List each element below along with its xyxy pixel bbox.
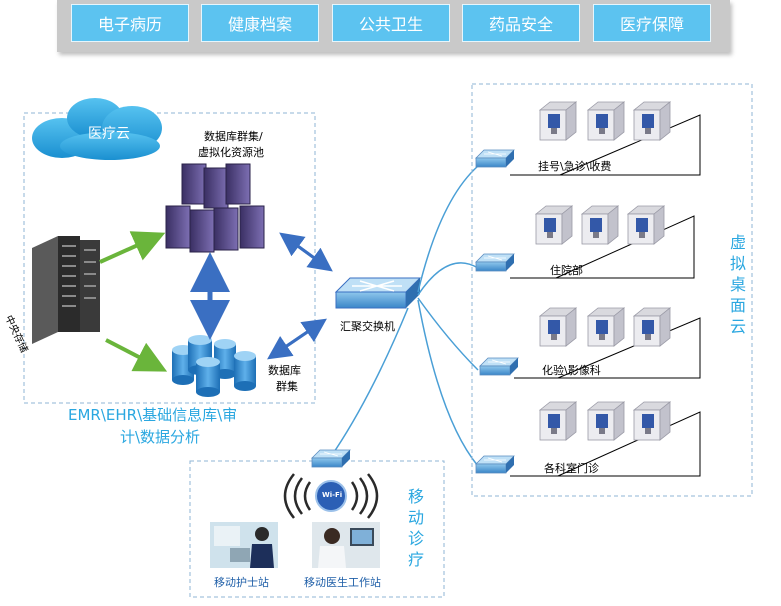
wifi-badge <box>315 480 347 512</box>
cluster-label-line2: 虚拟化资源池 <box>198 146 264 159</box>
virtual-desktop-boundary <box>471 83 753 497</box>
mobile-switch-icon <box>311 449 351 468</box>
desktop-group-3 <box>479 307 701 379</box>
cluster-label-line1: 数据库群集/ <box>204 130 263 143</box>
tab-health-records[interactable]: 健康档案 <box>201 4 319 42</box>
desktop-group-2 <box>475 205 695 279</box>
desktop-group-3-label: 化验\影像科 <box>542 364 601 377</box>
cloud-caption-line1: EMR\EHR\基础信息库\审 <box>68 406 238 424</box>
desktop-group-1 <box>475 101 701 176</box>
vd-title-char: 桌 <box>729 275 746 294</box>
tab-public-health[interactable]: 公共卫生 <box>332 4 450 42</box>
vd-title-char: 云 <box>729 317 746 336</box>
desktop-group-4 <box>475 401 701 477</box>
storage-to-db-arrow <box>105 338 168 372</box>
cloud-icon <box>32 98 162 160</box>
mobile-title-char: 疗 <box>407 550 424 569</box>
virtual-desktop-title: 虚 拟 桌 面 云 <box>728 232 748 337</box>
database-cluster-icon <box>172 335 256 397</box>
top-navigation-bar: 电子病历 健康档案 公共卫生 药品安全 医疗保障 <box>57 0 730 52</box>
wifi-icon <box>283 473 379 519</box>
medical-cloud-title: 医疗云 <box>88 126 130 142</box>
mobile-title: 移 动 诊 疗 <box>406 486 426 570</box>
db-cluster-label-line2: 群集 <box>276 380 298 393</box>
desktop-group-4-label: 各科室门诊 <box>544 462 599 475</box>
doctor-station-photo <box>312 522 380 568</box>
doctor-station-label: 移动医生工作站 <box>304 576 381 589</box>
wifi-label: Wi-Fi <box>322 491 343 499</box>
desktop-group-1-label: 挂号\急诊\收费 <box>538 160 612 173</box>
mobile-title-char: 动 <box>407 508 424 527</box>
vd-title-char: 面 <box>729 296 746 315</box>
db-cluster-label-line1: 数据库 <box>268 364 301 377</box>
nurse-station-photo <box>210 522 278 568</box>
vd-title-char: 拟 <box>729 254 746 273</box>
server-cluster-icon <box>165 163 265 253</box>
tab-emr[interactable]: 电子病历 <box>71 4 189 42</box>
cloud-caption-line2: 计\数据分析 <box>120 428 201 446</box>
core-switch-label: 汇聚交换机 <box>340 320 395 333</box>
mobile-title-char: 移 <box>407 487 424 506</box>
central-storage-icon <box>32 236 100 344</box>
vd-title-char: 虚 <box>729 233 746 252</box>
nurse-station-label: 移动护士站 <box>214 576 269 589</box>
tab-medical-insurance[interactable]: 医疗保障 <box>593 4 711 42</box>
mobile-title-char: 诊 <box>407 529 424 548</box>
core-switch-icon <box>334 277 422 309</box>
tab-drug-safety[interactable]: 药品安全 <box>462 4 580 42</box>
storage-to-servers-arrow <box>99 231 166 264</box>
desktop-group-2-label: 住院部 <box>550 264 583 277</box>
